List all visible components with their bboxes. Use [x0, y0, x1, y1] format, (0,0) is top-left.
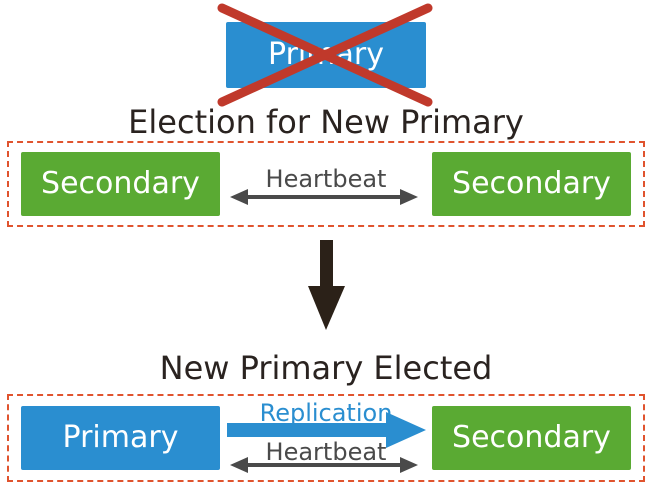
- elected-group: [7, 394, 645, 482]
- elected-secondary-label: Secondary: [452, 420, 611, 455]
- old-primary-label: Primary: [268, 37, 384, 72]
- election-left-secondary-node: Secondary: [21, 152, 220, 216]
- election-right-secondary-label: Secondary: [452, 166, 611, 201]
- election-left-secondary-label: Secondary: [41, 166, 200, 201]
- election-right-secondary-node: Secondary: [432, 152, 631, 216]
- replication-label: Replication: [259, 399, 393, 427]
- new-primary-label: Primary: [62, 420, 179, 455]
- elected-title: New Primary Elected: [159, 349, 493, 387]
- new-primary-node: Primary: [21, 406, 220, 470]
- election-group: [7, 141, 645, 227]
- elected-secondary-node: Secondary: [432, 406, 631, 470]
- old-primary-node: Primary: [226, 22, 426, 88]
- election-title: Election for New Primary: [128, 103, 524, 141]
- failover-flow-arrow: [308, 240, 345, 330]
- elected-heartbeat-label: Heartbeat: [265, 438, 387, 466]
- election-heartbeat-label: Heartbeat: [265, 165, 387, 193]
